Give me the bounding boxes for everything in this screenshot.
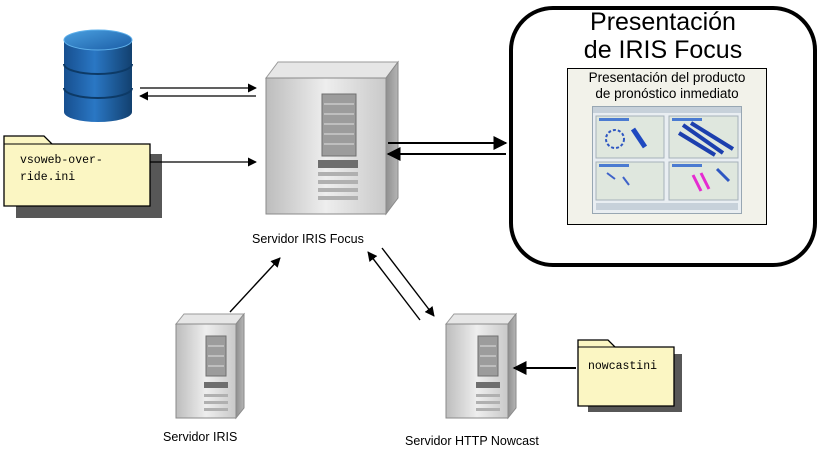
database-icon	[63, 29, 133, 122]
override-file-label: vsoweb-over- ride.ini	[20, 152, 103, 186]
focus-server-label: Servidor IRIS Focus	[252, 232, 364, 246]
nowcast-file-label: nowcastini	[588, 360, 658, 373]
folder-icon	[3, 135, 162, 218]
override-file-line2: ride.ini	[20, 171, 76, 184]
override-file-line1: vsoweb-over-	[20, 154, 103, 167]
presentation-title-line1: Presentación	[590, 8, 736, 36]
focus-nowcast-connector	[367, 247, 435, 321]
product-label: Presentación del producto de pronóstico …	[567, 70, 767, 102]
presentation-title-line2: de IRIS Focus	[583, 36, 743, 64]
folder-icon	[577, 339, 682, 412]
focus-presentation-connector	[386, 136, 508, 161]
server-icon	[265, 60, 399, 216]
server-icon	[444, 312, 518, 420]
iris-server-label: Servidor IRIS	[163, 430, 238, 444]
iris-focus-connector	[229, 257, 281, 313]
product-label-line2: de pronóstico inmediato	[595, 86, 739, 101]
nowcast-server-label: Servidor HTTP Nowcast	[405, 434, 539, 448]
product-screenshot	[592, 106, 742, 214]
product-label-line1: Presentación del producto	[588, 70, 746, 85]
server-icon	[174, 312, 246, 420]
db-focus-connector	[139, 83, 257, 101]
presentation-title: Presentación de IRIS Focus	[509, 8, 817, 64]
